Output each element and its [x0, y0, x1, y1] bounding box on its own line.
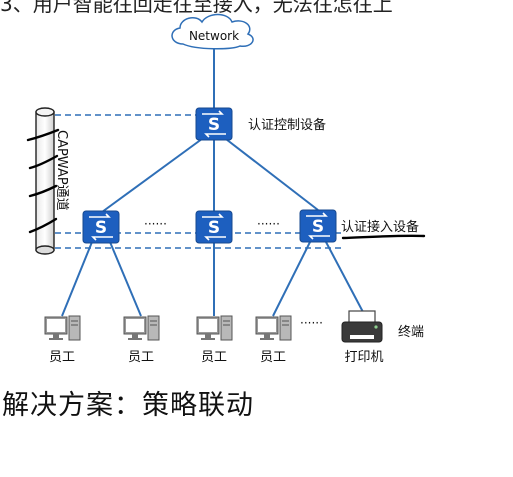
ellipsis-terminals: ······: [300, 316, 323, 330]
link-access-right-to-pc4: [272, 241, 311, 317]
computer-icon: [196, 315, 233, 341]
network-topology-diagram: S: [26, 13, 426, 365]
terminal-label-printer: 打印机: [344, 350, 383, 365]
terminal-group-label: 终端: [398, 324, 424, 340]
terminal-label-1: 员工: [49, 350, 75, 365]
printer-icon: [341, 310, 383, 343]
annotation-strokes: [26, 128, 60, 234]
computer-icon: [255, 315, 292, 341]
handwritten-underline: [341, 234, 426, 240]
switch-icon: [299, 209, 337, 243]
access-device-label: 认证接入设备: [341, 219, 419, 235]
tunnel-label: CAPWAP通道: [54, 130, 69, 211]
computer-icon: [44, 315, 81, 341]
switch-icon: [195, 107, 233, 141]
switch-icon: [195, 210, 233, 244]
ellipsis-left: ······: [144, 217, 167, 231]
control-device-label: 认证控制设备: [248, 117, 326, 133]
computer-icon: [123, 315, 160, 341]
connection-lines: [61, 48, 364, 317]
terminal-label-4: 员工: [260, 350, 286, 365]
ellipsis-right: ······: [257, 217, 280, 231]
link-access-right-to-printer: [325, 241, 364, 313]
pipe-icon: [26, 107, 60, 255]
link-control-to-access-right: [221, 135, 319, 211]
link-access-left-to-pc2: [109, 241, 142, 317]
link-access-left-to-pc1: [61, 241, 93, 317]
cloud-icon: [171, 13, 254, 50]
solution-heading: 解决方案：策略联动: [2, 390, 254, 421]
network-label: Network: [189, 29, 239, 43]
switch-icon: [82, 210, 120, 244]
terminal-label-2: 员工: [128, 350, 154, 365]
cropped-top-text: 3、用户智能往回走往至接入，无法往怎往上: [0, 0, 393, 16]
terminal-label-3: 员工: [201, 350, 227, 365]
link-control-to-access-left: [101, 135, 207, 213]
